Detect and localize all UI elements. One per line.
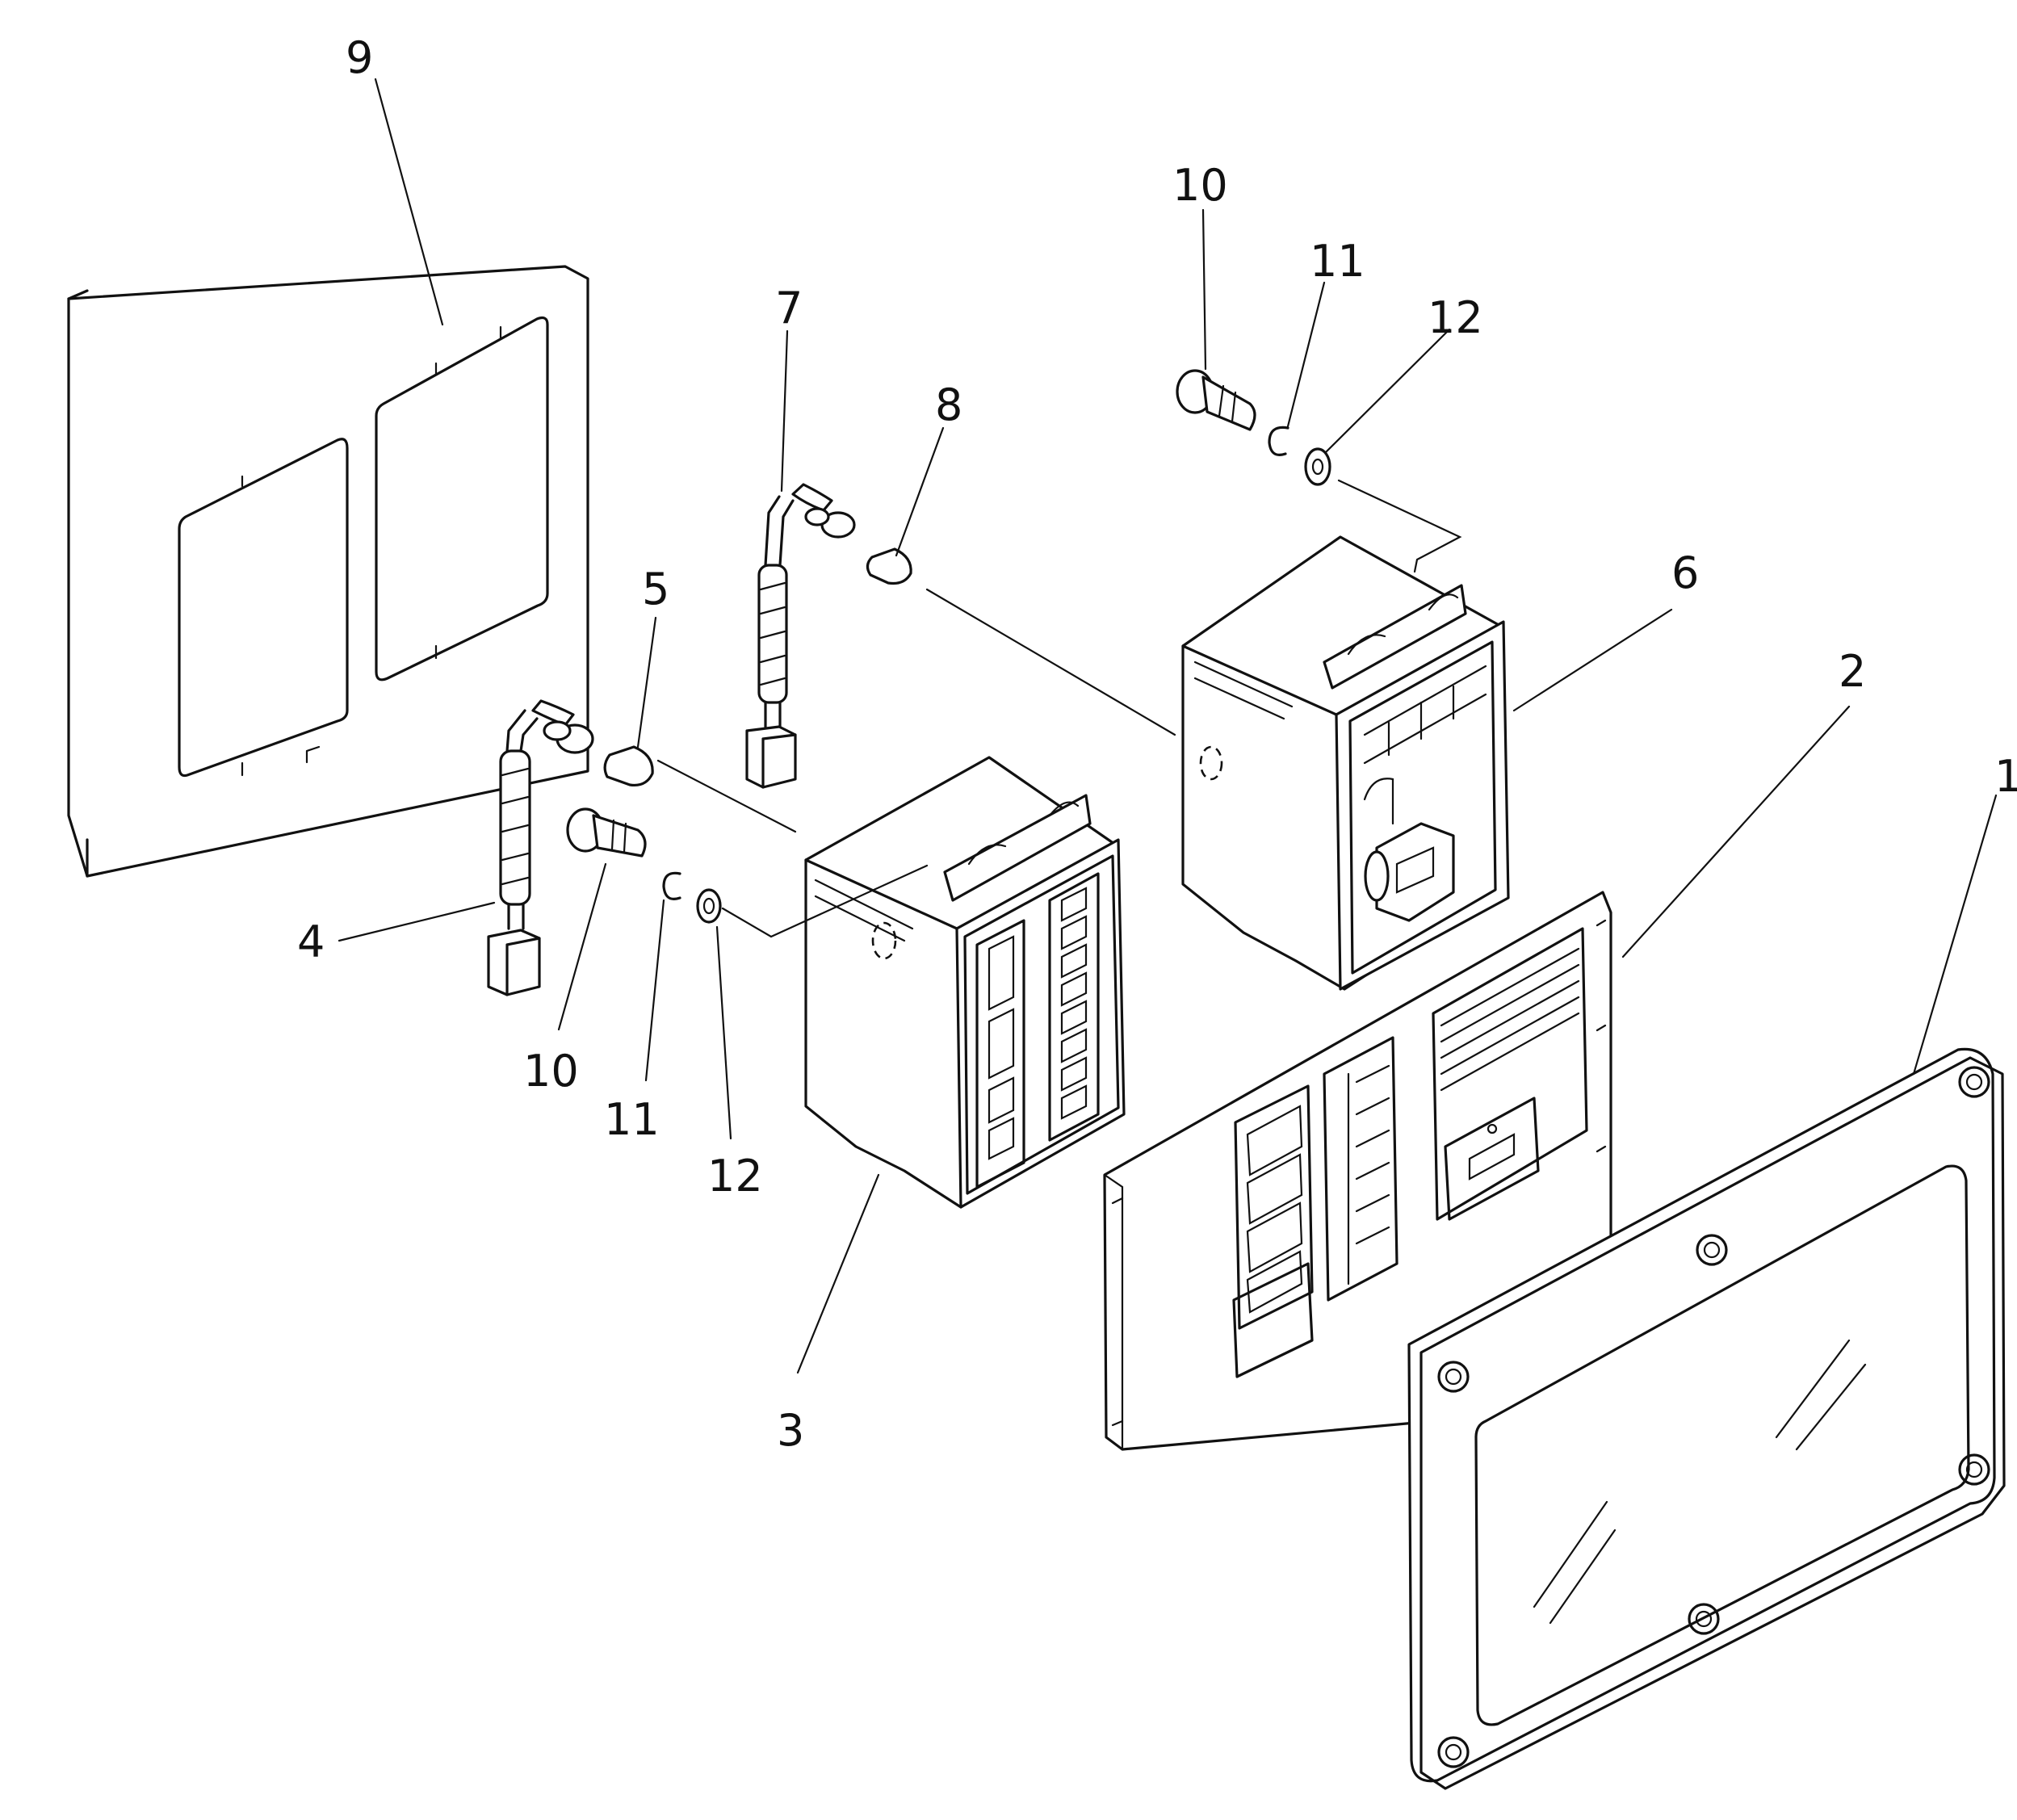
part-8-bulb xyxy=(866,547,912,585)
label-2: 2 xyxy=(1839,646,1866,697)
label-5: 5 xyxy=(642,564,669,614)
part-4-socket-wire xyxy=(487,699,594,996)
part-5-bulb xyxy=(603,745,654,787)
part-11-spring-washer-lower xyxy=(662,871,681,900)
label-3: 3 xyxy=(777,1405,804,1456)
part-10-bolt-lower xyxy=(566,807,647,858)
part-6-gauge-case xyxy=(1181,535,1510,991)
label-6: 6 xyxy=(1671,547,1699,598)
label-11-lower: 11 xyxy=(604,1094,660,1145)
label-12-lower: 12 xyxy=(707,1151,763,1201)
label-10-upper: 10 xyxy=(1172,160,1228,211)
part-11-spring-washer-upper xyxy=(1268,426,1289,456)
label-12-upper: 12 xyxy=(1428,292,1483,343)
label-9: 9 xyxy=(346,32,373,83)
part-3-gauge-case xyxy=(804,756,1126,1209)
label-7: 7 xyxy=(775,283,803,333)
label-1: 1 xyxy=(1994,751,2017,802)
label-8: 8 xyxy=(935,380,962,430)
leader-lines xyxy=(338,78,1998,1374)
part-7-socket-wire xyxy=(745,483,856,789)
part-10-bolt-upper xyxy=(1176,369,1256,431)
part-9-gasket-frame xyxy=(67,265,589,878)
part-1-bezel-glass xyxy=(1407,1047,2006,1790)
part-12-washer-upper xyxy=(1304,447,1331,486)
part-labels: 1 2 3 4 5 6 7 8 9 10 11 12 10 11 12 xyxy=(297,32,2017,1456)
part-12-washer-lower xyxy=(696,888,722,924)
label-10-lower: 10 xyxy=(523,1046,579,1097)
label-11-upper: 11 xyxy=(1310,236,1365,287)
assembly-lines xyxy=(656,479,1462,938)
label-4: 4 xyxy=(297,916,325,967)
